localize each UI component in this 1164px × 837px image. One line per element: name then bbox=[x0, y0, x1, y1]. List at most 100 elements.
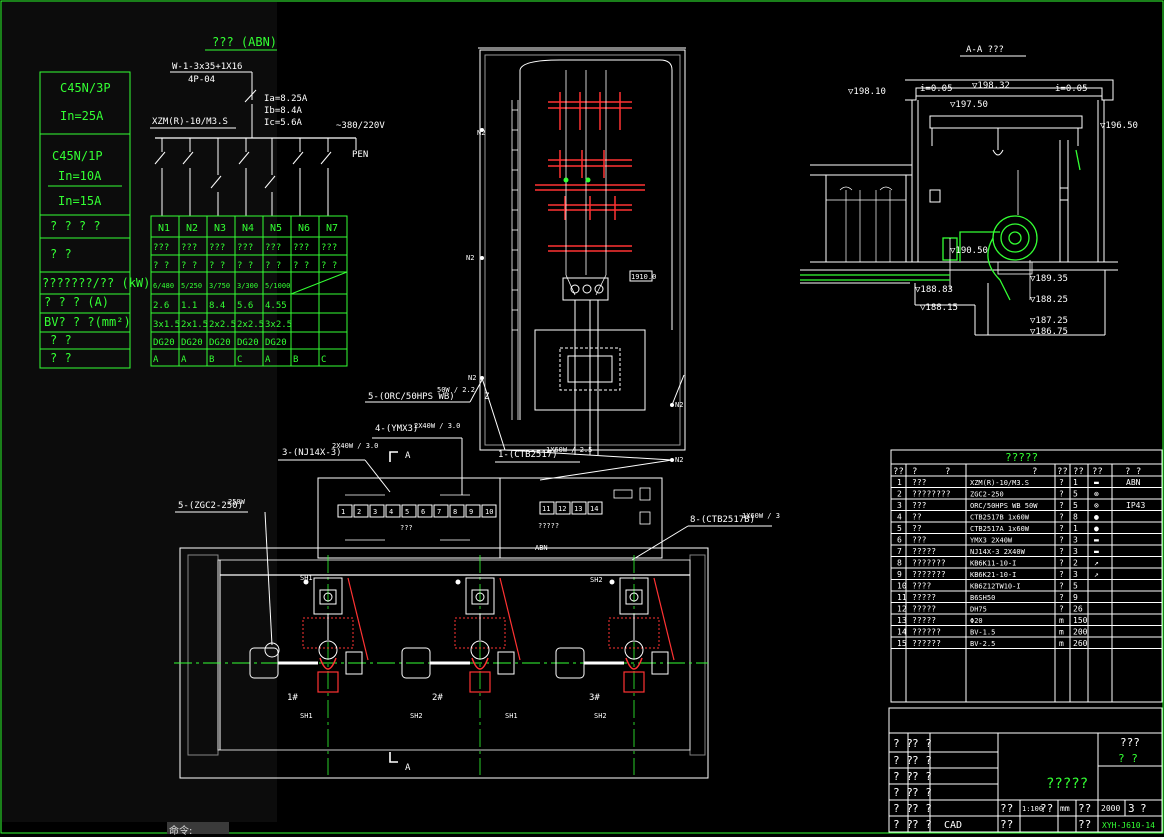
legend-cell: ??? bbox=[912, 536, 927, 545]
section-aa: A-A ??? bbox=[800, 45, 1138, 337]
circuit-cell: C bbox=[237, 355, 242, 365]
command-line[interactable]: 命令: bbox=[167, 822, 229, 837]
legend-cell: NJ14X-3 2X40W bbox=[970, 548, 1026, 556]
item8-label: 8-(CTB2517B) bbox=[690, 515, 755, 525]
circuit-cell: DG20 bbox=[237, 338, 259, 348]
switch-label: SH2 bbox=[594, 712, 607, 720]
tb-r4: ? ? bbox=[893, 786, 913, 799]
legend-cell: ? bbox=[1059, 582, 1064, 591]
item4-sub: 2X40W / 3.0 bbox=[414, 422, 460, 430]
transformer bbox=[562, 277, 609, 301]
circuit-cell: 6/480 bbox=[153, 282, 174, 290]
tb-sub: ? ? bbox=[1118, 752, 1138, 765]
terminal-box-number: 9 bbox=[469, 508, 473, 516]
legend-cell: ? bbox=[1059, 593, 1064, 602]
legend-cell: ZGC2-250 bbox=[970, 491, 1004, 499]
elev-18815: ▽188.15 bbox=[920, 303, 958, 313]
legend-cell: 5 bbox=[897, 524, 902, 533]
tb-r2b: ? ? bbox=[912, 754, 932, 767]
legend-cell: ? bbox=[1059, 570, 1064, 579]
switch-label: SH2 bbox=[590, 576, 603, 584]
circuit-cell: ? ? bbox=[293, 261, 309, 271]
row-label: ? ? bbox=[50, 351, 72, 365]
legend-cell: 3 bbox=[1073, 570, 1078, 579]
legend-cell: 2 bbox=[1073, 559, 1078, 568]
legend-cell: ? bbox=[1059, 547, 1064, 556]
cable-number: 4P-04 bbox=[188, 75, 215, 85]
circuit-cell: A bbox=[153, 355, 159, 365]
circuit-cell: B bbox=[293, 355, 298, 365]
circuit-cell: ??? bbox=[265, 243, 281, 253]
legend-cell: 12 bbox=[897, 605, 907, 614]
center-q: ??? bbox=[400, 524, 413, 532]
legend-cell: YMX3 2X40W bbox=[970, 537, 1013, 545]
legend-cell: ● bbox=[1094, 524, 1099, 533]
legend-cell: BV-1.5 bbox=[970, 629, 995, 637]
legend-cell: 7 bbox=[897, 547, 902, 556]
item4-label: 4-(YMX3) bbox=[375, 424, 418, 434]
legend-cell: 3 bbox=[897, 501, 902, 510]
circuit-cell: 3/300 bbox=[237, 282, 258, 290]
left-panel-background bbox=[2, 2, 277, 822]
circuit-cell: DG20 bbox=[265, 338, 287, 348]
legend-cell: KB6K11-10-I bbox=[970, 560, 1016, 568]
tb-r4b: ? ? bbox=[912, 786, 932, 799]
in-25-label: In=25A bbox=[60, 109, 104, 123]
current-b: Ib=8.4A bbox=[264, 106, 303, 116]
legend-cell: ▬ bbox=[1094, 547, 1099, 556]
n2-label-1: N2 bbox=[477, 129, 485, 137]
elev-19050: ▽190.50 bbox=[950, 246, 988, 256]
left-row-labels: ? ? ? ? ? ? ???????/?? (kW) ? ? ? (A) BV… bbox=[40, 219, 150, 365]
label-z: Z bbox=[484, 392, 490, 402]
circuit-header: N3 bbox=[214, 223, 226, 234]
legend-cell: ? bbox=[1059, 513, 1064, 522]
circuit-cell: ? ? bbox=[321, 261, 337, 271]
legend-cell: 200 bbox=[1073, 628, 1088, 637]
c45-1p-label: C45N/1P bbox=[52, 149, 103, 163]
legend-cell: 5 bbox=[1073, 490, 1078, 499]
legend-cell: ? bbox=[1059, 478, 1064, 487]
circuit-cell: ? ? bbox=[237, 261, 253, 271]
item5-zgc-sub: 250W bbox=[228, 498, 246, 506]
terminal-box-number: 13 bbox=[574, 505, 582, 513]
elev-19810: ▽198.10 bbox=[848, 87, 886, 97]
legend-cell: ORC/50HPS WB 50W bbox=[970, 502, 1038, 510]
terminal-box bbox=[539, 501, 555, 515]
n2-label-5: N2 bbox=[675, 456, 683, 464]
legend-cell: 150 bbox=[1073, 616, 1088, 625]
terminal-box-number: 4 bbox=[389, 508, 393, 516]
circuit-cell: 3x2.5 bbox=[265, 320, 292, 330]
n2-label-4: N2 bbox=[675, 401, 683, 409]
circuit-cell: ? ? bbox=[181, 261, 197, 271]
legend-cell: ⊗ bbox=[1094, 501, 1099, 510]
circuit-cell: DG20 bbox=[209, 338, 231, 348]
item3-sub: 2X40W / 3.0 bbox=[332, 442, 378, 450]
elev-18725: ▽187.25 bbox=[1030, 316, 1068, 326]
legend-cell: ??? bbox=[912, 501, 927, 510]
pump-unit bbox=[555, 577, 675, 693]
switchgear-red bbox=[535, 92, 645, 252]
item1-label: 1-(CTB2517) bbox=[498, 450, 558, 460]
terminal-box-number: 7 bbox=[437, 508, 441, 516]
terminal-box-number: 6 bbox=[421, 508, 425, 516]
legend-cell: ???? bbox=[912, 582, 931, 591]
breaker-model: XZM(R)-10/M3.S bbox=[152, 117, 228, 127]
legend-cell: m bbox=[1059, 616, 1064, 625]
legend-cell: ????? bbox=[912, 605, 936, 614]
legend-cell: 11 bbox=[897, 593, 907, 602]
n2-label-2: N2 bbox=[466, 254, 474, 262]
tb-sheet-label: ?? bbox=[1078, 802, 1091, 815]
legend-cell: ??? bbox=[912, 478, 927, 487]
title-block: ? ? ? ? ? ? ? ? ? ? ? ? ? ? ? ? ? ? ? ? … bbox=[888, 707, 1163, 833]
legend-cell: KB6K21-10-I bbox=[970, 571, 1016, 579]
terminal-box-number: 12 bbox=[558, 505, 566, 513]
legend-header: ?? bbox=[1092, 467, 1103, 477]
circuit-cell: 2x2.5 bbox=[237, 320, 264, 330]
legend-title: ????? bbox=[1005, 451, 1038, 464]
cable-spec: W-1-3x35+1X16 bbox=[172, 62, 242, 72]
circuit-cell: 3/750 bbox=[209, 282, 230, 290]
legend-cell: ↗ bbox=[1094, 570, 1099, 579]
pump-unit bbox=[401, 577, 521, 693]
